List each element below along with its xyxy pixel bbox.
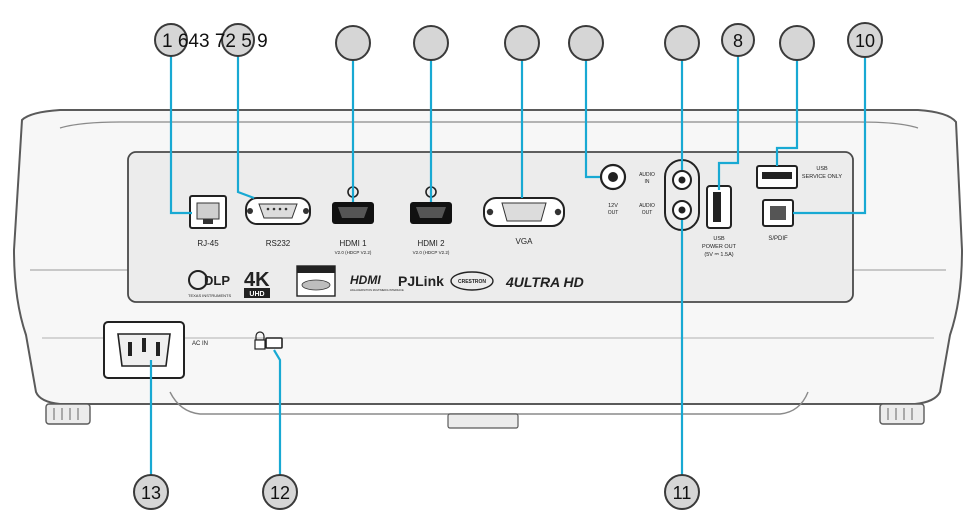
pjlink-logo: PJLink: [398, 273, 444, 289]
label-rj45: RJ-45: [197, 239, 219, 248]
right-foot: [879, 403, 925, 425]
spdif-port: [762, 199, 794, 227]
4k-uhd-logo: 4K UHD: [244, 269, 270, 298]
label-hdmi1: HDMI 1: [339, 239, 367, 248]
label-vga: VGA: [516, 237, 534, 246]
uhd-logo-text: UHD: [249, 291, 264, 298]
callout-circle-4: [413, 25, 449, 61]
center-foot: [447, 413, 519, 429]
leader-1: [169, 52, 192, 215]
certification-logos: DLP TEXAS INSTRUMENTS 4K UHD HDMI HIGH-D…: [188, 265, 584, 298]
label-hdmi2-sub: V2.0 (HDCP V2.2): [413, 250, 450, 255]
crestron-logo: CRESTRON: [450, 271, 494, 291]
io-panel: [127, 151, 854, 303]
ac-inlet: [103, 321, 185, 379]
label-usb-service-1: USB: [816, 166, 828, 172]
rj45-port: [189, 195, 227, 229]
leader-6: [584, 60, 600, 179]
callout-circle-7: [664, 25, 700, 61]
label-ac-in: AC IN: [192, 341, 208, 347]
trigger-12v-port: [599, 163, 627, 191]
callout-circle-12: [262, 474, 298, 510]
leader-9: [775, 60, 799, 166]
callout-circle-3: [335, 25, 371, 61]
label-12v-2: OUT: [608, 210, 619, 216]
callout-8: 8: [733, 31, 743, 51]
callout-circle-5: [504, 25, 540, 61]
label-usb-power-3: (5V ⎓ 1.5A): [704, 252, 733, 258]
callout-11: 11: [673, 483, 692, 503]
ultra-hd-logo: 4ULTRA HD: [505, 274, 584, 290]
label-spdif: S/PDIF: [768, 236, 788, 242]
label-rs232: RS232: [266, 239, 291, 248]
callout-circle-1: [154, 23, 188, 57]
vga-port: [483, 197, 565, 227]
hdmi-logo-sub: HIGH-DEFINITION MULTIMEDIA INTERFACE: [350, 288, 404, 292]
callout-circle-13: [133, 474, 169, 510]
callout-numbers: 1 643 72 5 9 8 10 11 12 13: [141, 31, 875, 503]
leader-12: [273, 349, 282, 476]
audio-jacks: [664, 159, 700, 231]
callout-circle-6: [568, 25, 604, 61]
hdmi-logo-text: HDMI: [350, 273, 381, 287]
label-audio-in-2: IN: [645, 179, 650, 185]
label-audio-in-1: AUDIO: [639, 172, 655, 178]
usb-service-port: [756, 165, 798, 189]
leader-lines: [149, 52, 867, 476]
callout-circle-8: [721, 23, 755, 57]
hdmi1-port: [332, 186, 374, 224]
label-usb-service-2: SERVICE ONLY: [802, 174, 842, 180]
callout-circle-9: [779, 25, 815, 61]
callout-circle-2: [221, 23, 255, 57]
ultra-hd-logo-text: 4ULTRA HD: [505, 274, 584, 290]
pjlink-logo-text: PJLink: [398, 273, 444, 289]
hdmi2-port: [410, 186, 452, 224]
dlp-logo-text: DLP: [204, 273, 230, 288]
hdmi-logo: HDMI HIGH-DEFINITION MULTIMEDIA INTERFAC…: [350, 273, 404, 292]
label-usb-power-2: POWER OUT: [702, 244, 737, 250]
label-hdmi1-sub: V2.0 (HDCP V2.2): [335, 250, 372, 255]
label-12v-1: 12V: [608, 203, 618, 209]
callout-13: 13: [141, 483, 161, 503]
callout-header-text: 1 643 72 5 9: [162, 31, 268, 52]
label-audio-out-2: OUT: [642, 210, 653, 216]
leader-10: [793, 58, 867, 215]
security-lock-slot: [254, 331, 283, 350]
label-audio-out-1: AUDIO: [639, 203, 655, 209]
leader-8: [717, 56, 740, 190]
rs232-port: [245, 197, 311, 225]
certified-badge: [296, 265, 336, 297]
usb-power-out-port: [706, 185, 732, 229]
callout-circle-11: [664, 474, 700, 510]
callouts-bottom: [133, 474, 700, 510]
dlp-logo: DLP TEXAS INSTRUMENTS: [188, 270, 231, 298]
4k-logo-text: 4K: [244, 269, 270, 291]
label-hdmi2: HDMI 2: [417, 239, 445, 248]
callout-10: 10: [855, 31, 875, 51]
dlp-logo-sub: TEXAS INSTRUMENTS: [188, 293, 231, 298]
left-foot: [45, 403, 91, 425]
crestron-logo-text: CRESTRON: [458, 279, 486, 285]
port-labels: RJ-45 RS232 HDMI 1 V2.0 (HDCP V2.2) HDMI…: [192, 166, 842, 347]
leader-2: [236, 52, 255, 200]
callouts-top: [154, 22, 883, 61]
callout-12: 12: [270, 483, 290, 503]
callout-circle-10: [847, 22, 883, 58]
label-usb-power-1: USB: [713, 236, 725, 242]
